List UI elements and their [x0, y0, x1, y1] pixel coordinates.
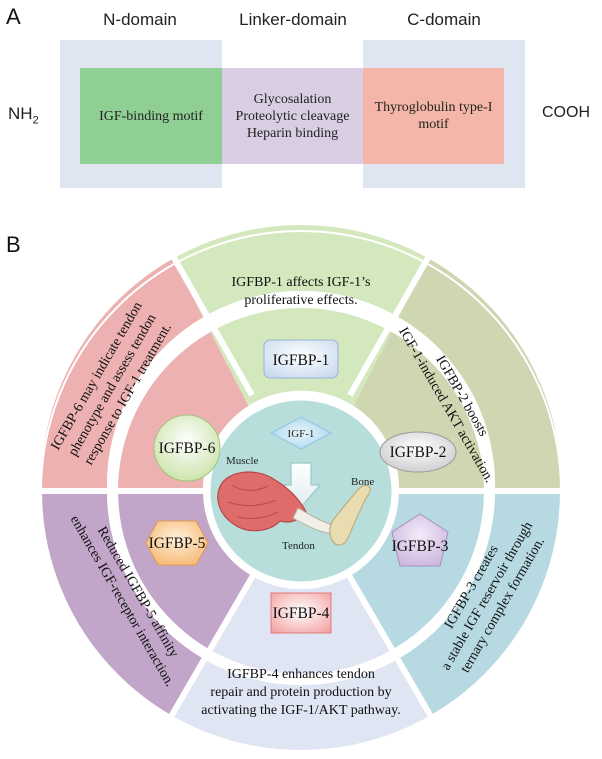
- igfbp1-description-line-2: proliferative effects.: [244, 293, 357, 308]
- muscle-label: Muscle: [226, 455, 259, 467]
- inner-sector-igfbp5: [118, 491, 252, 650]
- igfbp4-description-line-1: IGFBP-4 enhances tendon: [227, 667, 375, 682]
- thyroglobulin-motif: Thyroglobulin type-I motif: [363, 68, 504, 164]
- sector-dividers: [37, 249, 565, 722]
- igfbp6-badge-shape: [153, 414, 221, 482]
- outer-sector-igfbp4: [171, 659, 431, 752]
- tendon-label: Tendon: [282, 540, 315, 552]
- panel-b-letter: B: [6, 232, 21, 257]
- igfbp1-badge-shape: [263, 339, 339, 379]
- igfbp4-description-line-2: repair and protein production by: [210, 685, 391, 700]
- igfbp3-badge-shape: [391, 513, 449, 567]
- igfbp5-badge-shape: [145, 520, 209, 566]
- igfbp4-description-line-3: activating the IGF-1/AKT pathway.: [201, 703, 400, 718]
- nh2-terminus: NH2: [8, 104, 39, 126]
- nh2-subscript: 2: [32, 114, 39, 127]
- igfbp5-badge-label: IGFBP-5: [149, 535, 206, 552]
- linker-motifs: Glycosalation Proteolytic cleavage Hepar…: [222, 68, 363, 164]
- outer-sector-igfbp3: [398, 491, 562, 717]
- muscle-icon: [217, 471, 307, 532]
- outer-sector-igfbp6: [40, 258, 203, 491]
- bone-icon: [329, 484, 371, 546]
- igfbp2-badge-shape: [379, 431, 457, 473]
- igfbp6-badge-label: IGFBP-6: [159, 440, 216, 457]
- outer-sector-igfbp1: [173, 225, 429, 318]
- inner-sector-igfbp3: [350, 491, 484, 650]
- outer-sector-igfbp5: [40, 491, 204, 717]
- igfbp2-badge-label: IGFBP-2: [390, 444, 447, 461]
- linker-domain-label: Linker-domain: [239, 10, 347, 29]
- igf-binding-motif: IGF-binding motif: [80, 68, 222, 164]
- inner-sector-igfbp6-fill: [117, 327, 249, 491]
- cooh-terminus: COOH: [542, 104, 590, 121]
- bone-label: Bone: [351, 476, 374, 488]
- panel-a-letter: A: [6, 4, 21, 29]
- nh2-label: NH: [8, 104, 33, 123]
- n-domain-label: N-domain: [103, 10, 177, 29]
- igf1-diamond: [269, 416, 333, 450]
- igfbp1-description-line-1: IGFBP-1 affects IGF-1’s: [232, 275, 371, 290]
- outer-sector-igfbp2: [399, 258, 562, 491]
- igfbp1-badge-label: IGFBP-1: [273, 352, 330, 369]
- igfbp4-badge-shape: [270, 592, 332, 634]
- igf1-label: IGF-1: [288, 428, 315, 440]
- igfbp4-badge-label: IGFBP-4: [273, 605, 330, 622]
- igfbp3-badge-label: IGFBP-3: [392, 538, 449, 555]
- c-domain-label: C-domain: [407, 10, 481, 29]
